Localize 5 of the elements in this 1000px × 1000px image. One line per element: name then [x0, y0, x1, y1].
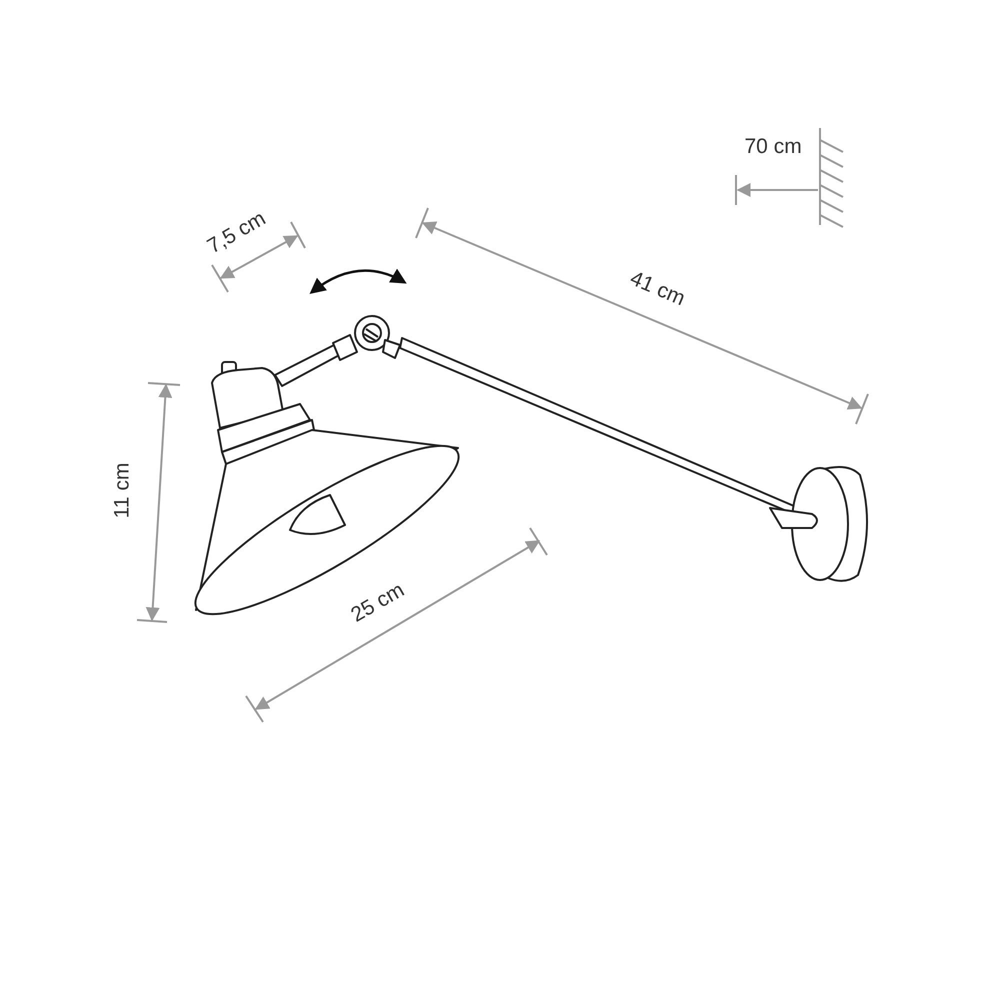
dimension-label: 7,5 cm — [203, 207, 269, 257]
dimension-label: 70 cm — [744, 136, 802, 156]
dimension-label: 25 cm — [347, 578, 408, 626]
dimension-label: 11 cm — [111, 462, 132, 518]
dimension-label: 41 cm — [626, 267, 688, 309]
